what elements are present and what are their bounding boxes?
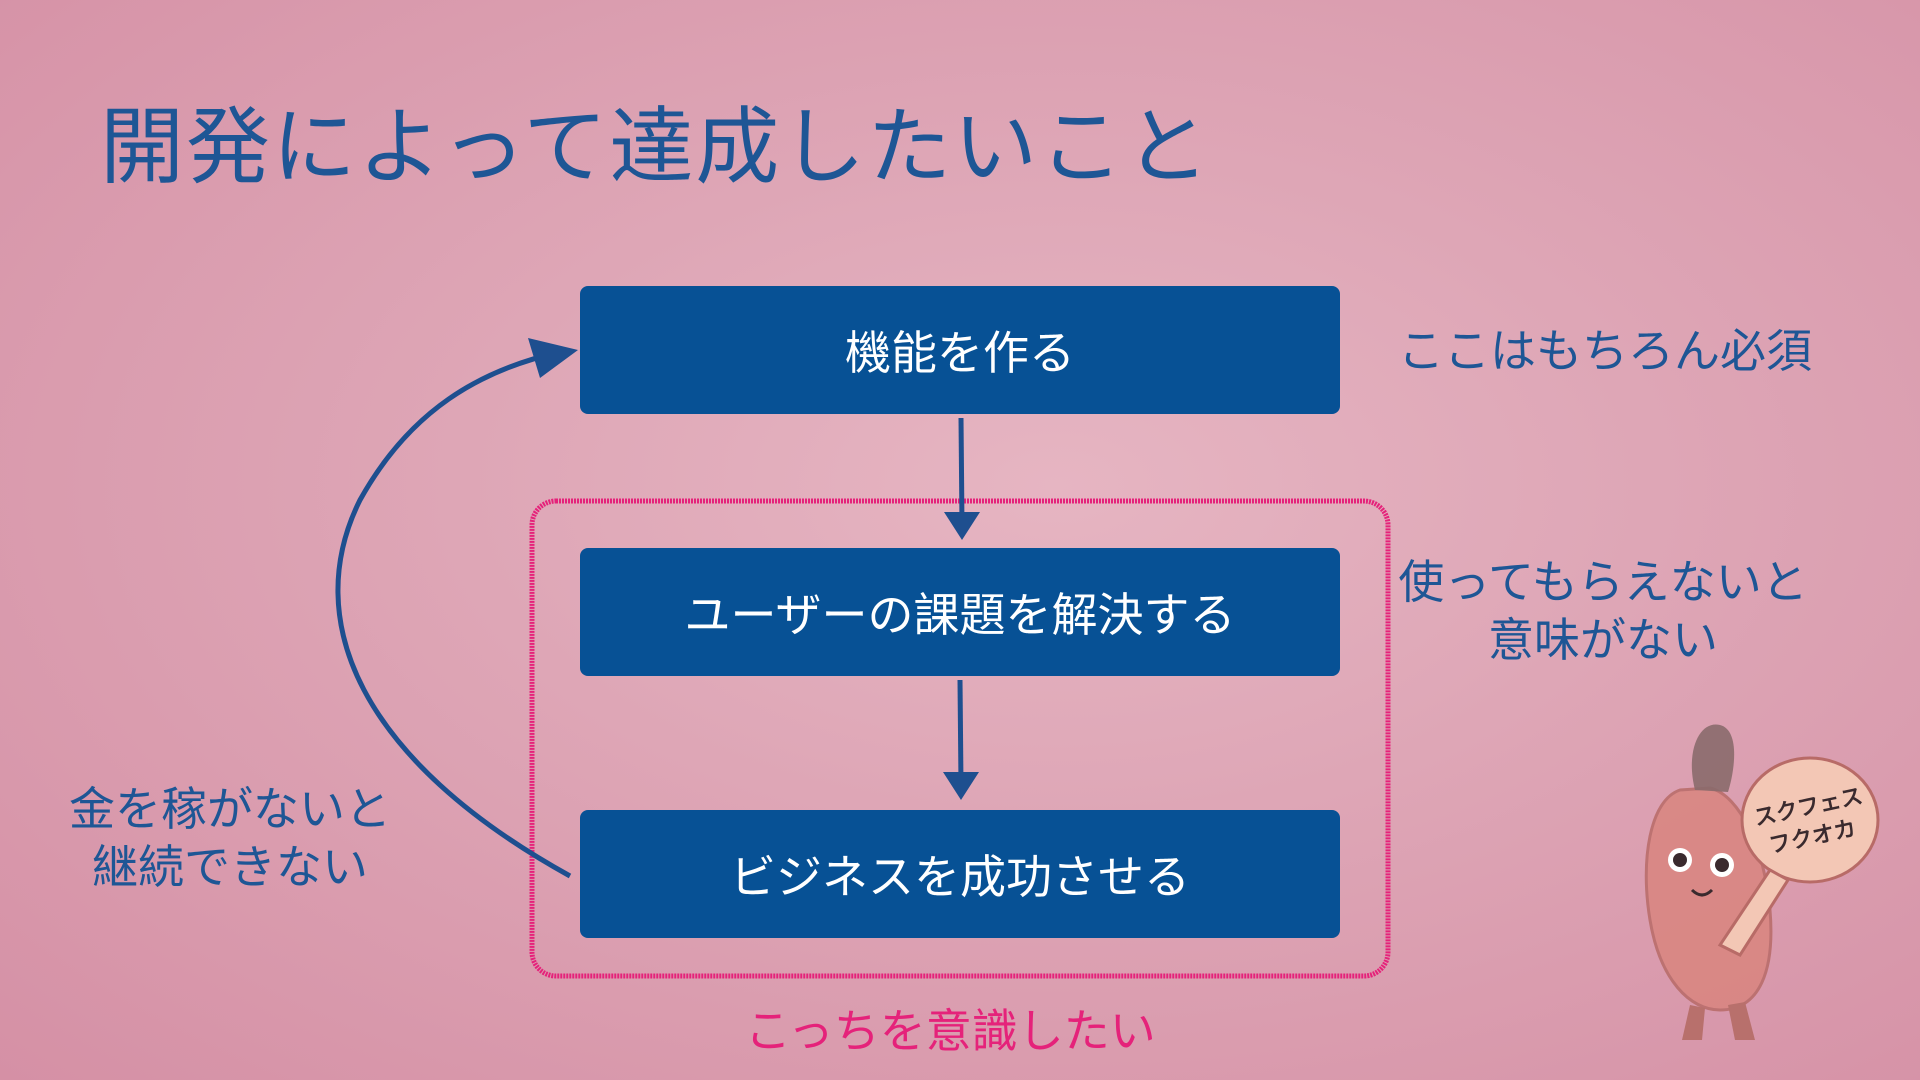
flow-step-business-success: ビジネスを成功させる — [580, 810, 1340, 938]
arrow-down-icon — [958, 417, 965, 526]
note-required: ここはもちろん必須 — [1398, 324, 1812, 378]
slide-title: 開発によって達成したいこと — [100, 98, 1212, 196]
note-line: 意味がない — [1488, 613, 1718, 667]
focus-label: こっちを意識したい — [745, 1004, 1156, 1058]
arrow-down-icon — [957, 679, 964, 786]
note-must-be-used: 使ってもらえないと 意味がない — [1398, 553, 1808, 669]
arrowhead-icon — [528, 338, 578, 378]
note-line: 金を稼がないと — [69, 782, 391, 836]
arrowhead-icon — [944, 512, 980, 540]
note-line: 継続できない — [92, 840, 368, 894]
arrowhead-icon — [943, 772, 979, 800]
flow-step-build-feature: 機能を作る — [580, 286, 1340, 414]
note-must-earn: 金を稼がないと 継続できない — [60, 780, 400, 896]
flow-step-solve-user-problem: ユーザーの課題を解決する — [580, 548, 1340, 676]
flow-step-label: ユーザーの課題を解決する — [684, 588, 1236, 642]
mascot-illustration: スクフェス フクオカ — [1644, 724, 1880, 1040]
flow-step-label: 機能を作る — [845, 326, 1075, 380]
note-line: 使ってもらえないと — [1398, 555, 1808, 609]
flow-step-label: ビジネスを成功させる — [730, 850, 1190, 904]
